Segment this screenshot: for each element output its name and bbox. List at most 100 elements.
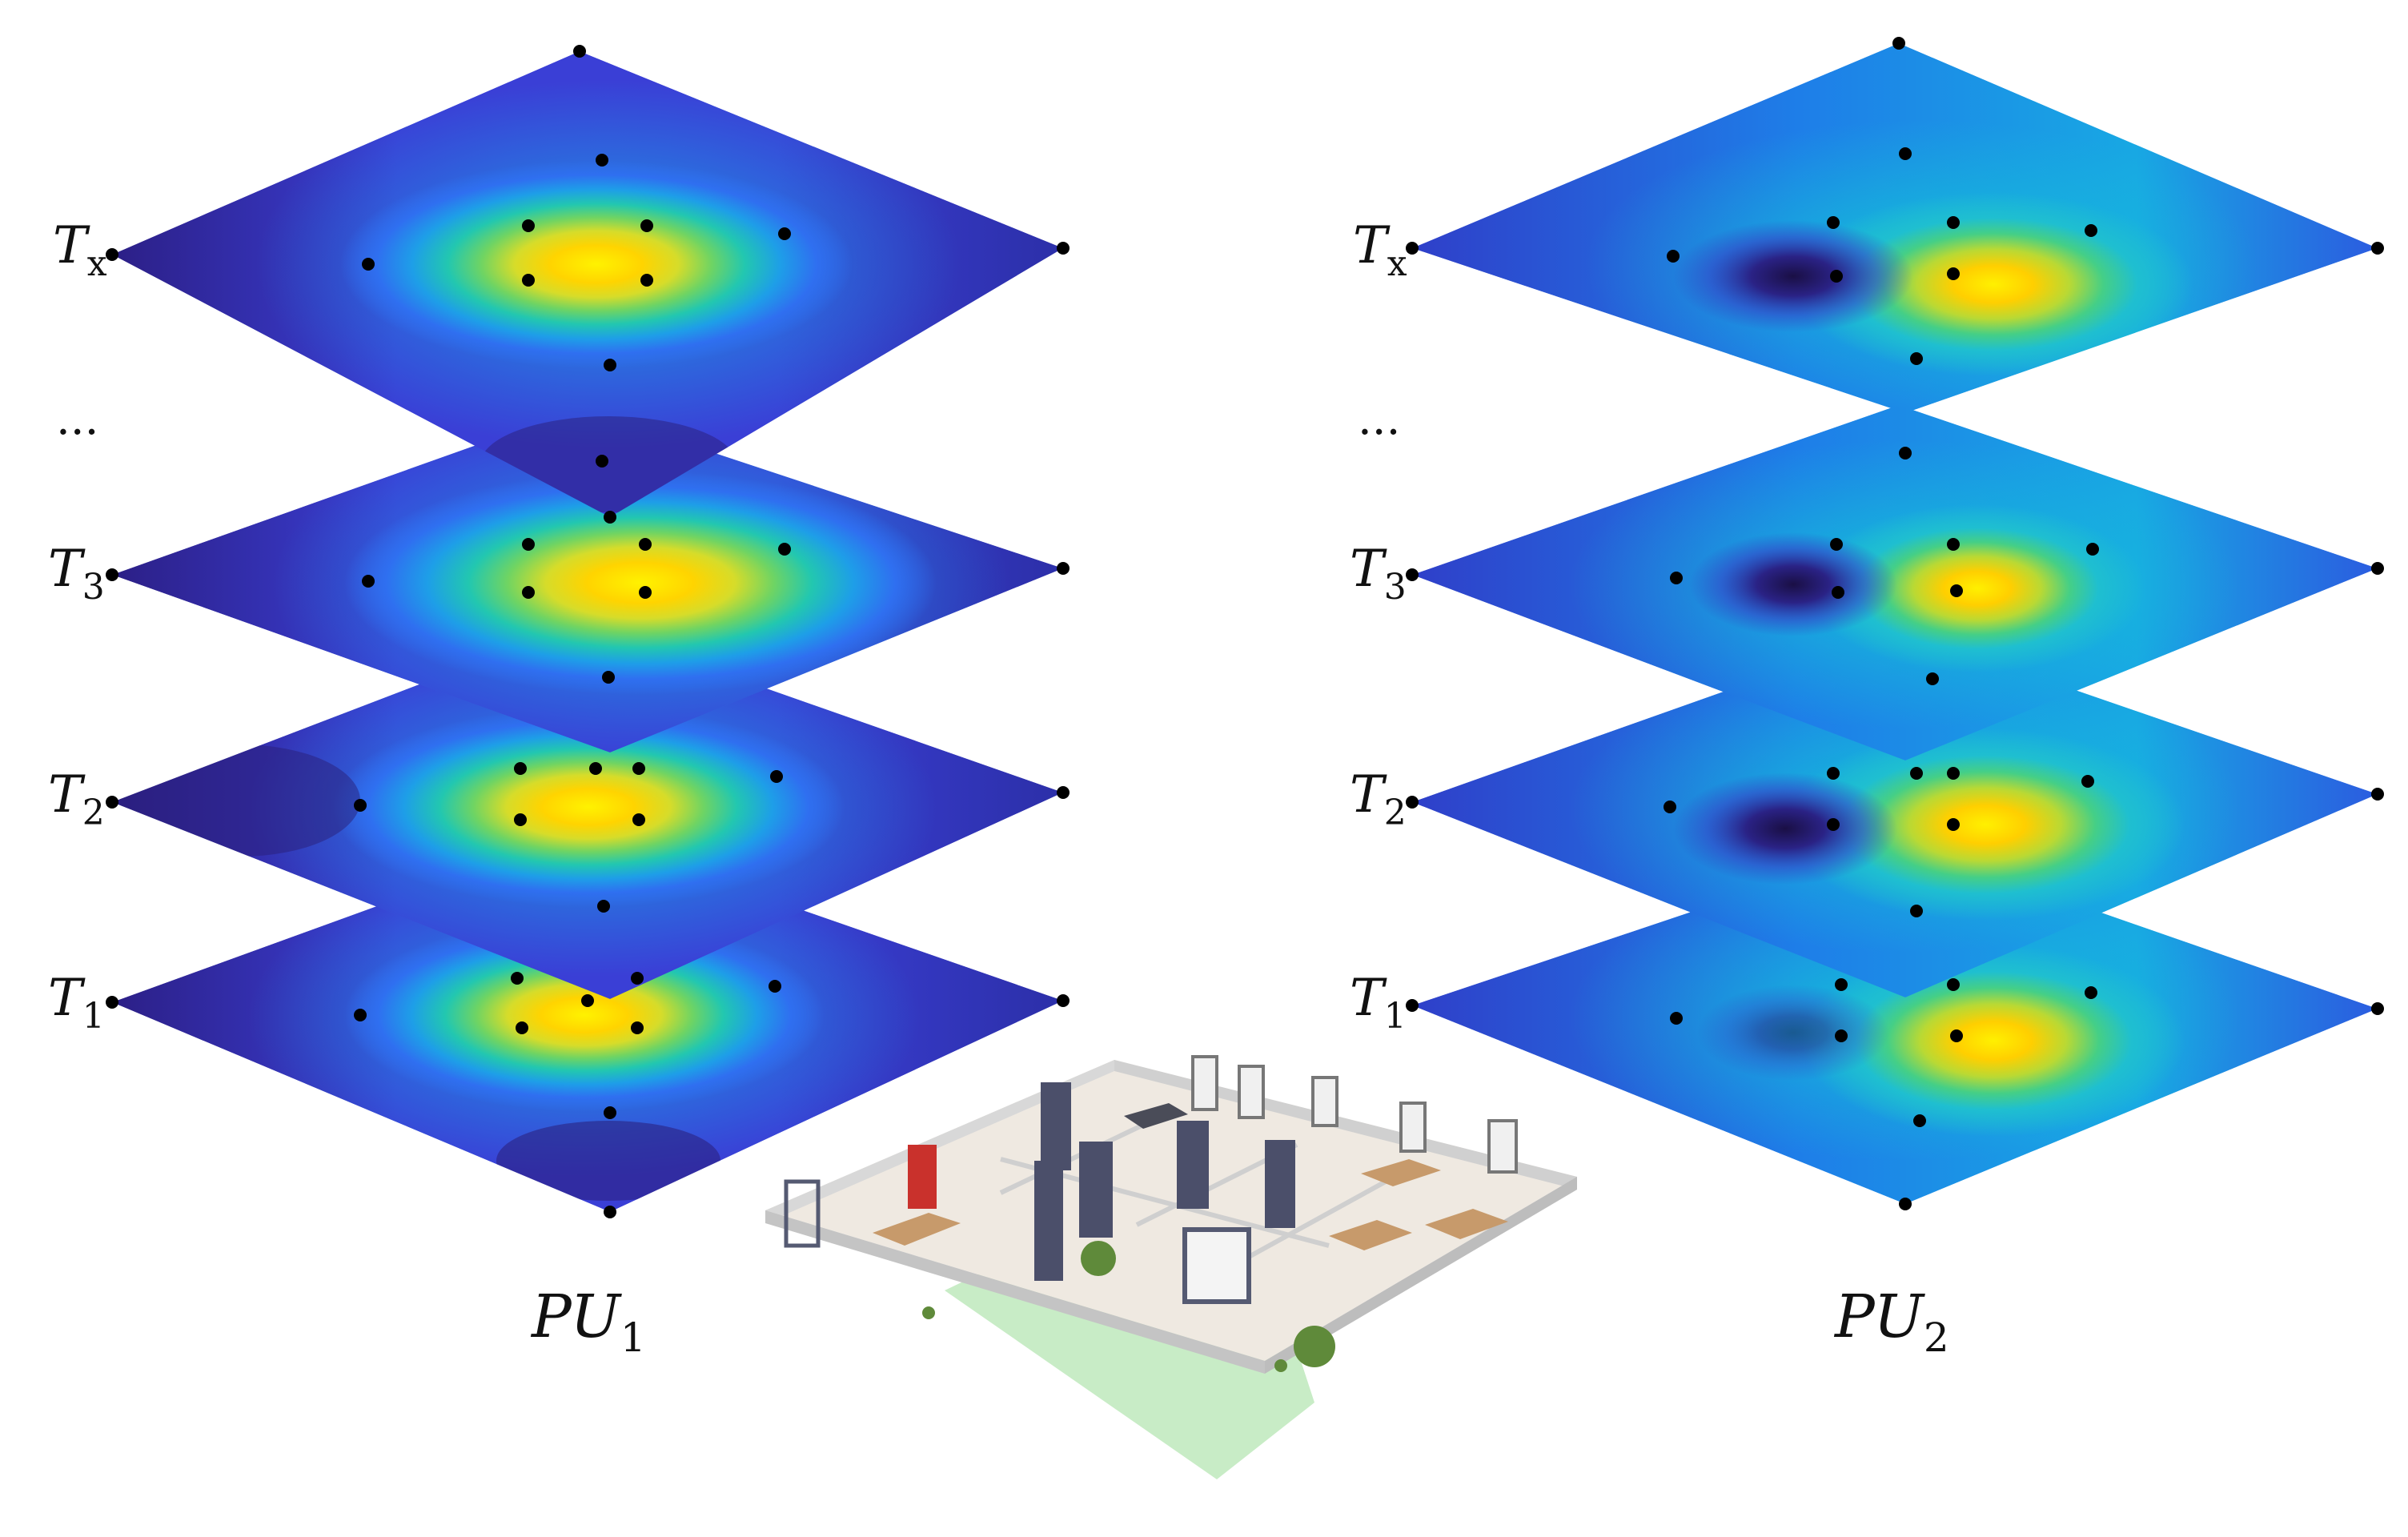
- sample-point: [1830, 538, 1843, 551]
- sample-point: [2086, 543, 2099, 556]
- sample-point: [602, 671, 615, 684]
- sample-point: [632, 762, 645, 775]
- sample-point: [1926, 672, 1939, 685]
- sample-point: [354, 1009, 367, 1021]
- sample-point: [514, 762, 527, 775]
- pu1-label-t1: T1: [48, 969, 105, 1037]
- sample-point: [516, 1021, 528, 1034]
- sample-point: [1057, 786, 1070, 799]
- sample-point: [354, 799, 367, 812]
- sample-point: [1057, 562, 1070, 575]
- sample-point: [1664, 801, 1676, 813]
- sample-point: [1827, 818, 1840, 831]
- sample-point: [639, 586, 652, 599]
- pu2-stack: [1412, 43, 2378, 1204]
- sample-point: [604, 1106, 616, 1119]
- pu2-stack-label: PU2: [1833, 1282, 1949, 1361]
- sample-point: [362, 575, 375, 588]
- pu2-layer-t3-heatmap: [1412, 405, 2378, 760]
- pu1-label-t3: T3: [48, 540, 105, 608]
- floorplan-3d-icon: [765, 1055, 1577, 1479]
- sample-point: [596, 455, 608, 468]
- pu1-layer-t2-heatmap: [112, 623, 1063, 999]
- sample-point: [1913, 1114, 1926, 1127]
- sample-point: [106, 248, 118, 261]
- sample-point: [1827, 216, 1840, 229]
- pu1-layer-labels: Tx ... T3 T2 T1 PU1: [48, 216, 646, 1361]
- sample-point: [1899, 147, 1912, 160]
- sample-point: [2371, 242, 2384, 255]
- sample-point: [1910, 905, 1923, 917]
- sample-point: [2371, 562, 2384, 575]
- sample-point: [1832, 586, 1844, 599]
- sample-point: [597, 900, 610, 913]
- sample-point: [1899, 1198, 1912, 1210]
- sample-point: [640, 274, 653, 287]
- sample-points: [106, 37, 2384, 1218]
- sample-point: [589, 762, 602, 775]
- pu1-label-t2: T2: [48, 765, 105, 833]
- sample-point: [2371, 788, 2384, 801]
- pu2-label-t1: T1: [1350, 969, 1407, 1037]
- sample-point: [639, 538, 652, 551]
- sample-point: [604, 359, 616, 371]
- sample-point: [522, 274, 535, 287]
- sample-point: [1835, 1029, 1848, 1042]
- sample-point: [1947, 267, 1960, 280]
- sample-point: [1670, 572, 1683, 584]
- sample-point: [1947, 538, 1960, 551]
- sample-point: [522, 219, 535, 232]
- sample-point: [769, 980, 781, 993]
- sample-point: [106, 996, 118, 1009]
- sample-point: [596, 154, 608, 167]
- sample-point: [1910, 352, 1923, 365]
- sample-point: [1406, 999, 1419, 1012]
- pu1-layer-tx-heatmap: [112, 51, 1063, 517]
- sample-point: [1406, 568, 1419, 581]
- sample-point: [1670, 1012, 1683, 1025]
- sample-point: [1910, 767, 1923, 780]
- pu1-ellipsis: ...: [56, 393, 98, 445]
- pu1-stack: [112, 51, 1063, 1212]
- pu1-label-tx: Tx: [53, 216, 107, 284]
- sample-point: [1947, 978, 1960, 991]
- sample-point: [604, 1206, 616, 1218]
- sample-point: [1950, 1029, 1963, 1042]
- sample-point: [1947, 216, 1960, 229]
- sample-point: [106, 568, 118, 581]
- sample-point: [604, 511, 616, 524]
- pu1-layer-t1-heatmap: [112, 833, 1063, 1212]
- sample-point: [522, 586, 535, 599]
- pu2-label-t2: T2: [1350, 765, 1407, 833]
- pu2-ellipsis: ...: [1358, 393, 1400, 445]
- sample-point: [1947, 818, 1960, 831]
- sample-point: [640, 219, 653, 232]
- sample-point: [1899, 447, 1912, 459]
- sample-point: [2085, 224, 2097, 237]
- pu2-label-tx: Tx: [1353, 216, 1407, 284]
- sample-point: [362, 258, 375, 271]
- sample-point: [1057, 242, 1070, 255]
- sample-point: [631, 972, 644, 985]
- sample-point: [778, 227, 791, 240]
- sample-point: [1057, 994, 1070, 1007]
- sample-point: [2081, 775, 2094, 788]
- sample-point: [631, 1021, 644, 1034]
- sample-point: [1667, 250, 1680, 263]
- sample-point: [511, 972, 524, 985]
- sample-point: [1835, 978, 1848, 991]
- sample-point: [106, 796, 118, 809]
- sample-point: [581, 994, 594, 1007]
- pu2-layer-tx-heatmap: [1412, 43, 2378, 413]
- sample-point: [1947, 767, 1960, 780]
- sample-point: [573, 45, 586, 58]
- pu1-stack-label: PU1: [530, 1282, 646, 1361]
- pu2-label-t3: T3: [1350, 540, 1407, 608]
- sample-point: [778, 543, 791, 556]
- sample-point: [2085, 986, 2097, 999]
- sample-point: [1406, 242, 1419, 255]
- sample-point: [1892, 37, 1905, 50]
- sample-point: [522, 538, 535, 551]
- sample-point: [1406, 796, 1419, 809]
